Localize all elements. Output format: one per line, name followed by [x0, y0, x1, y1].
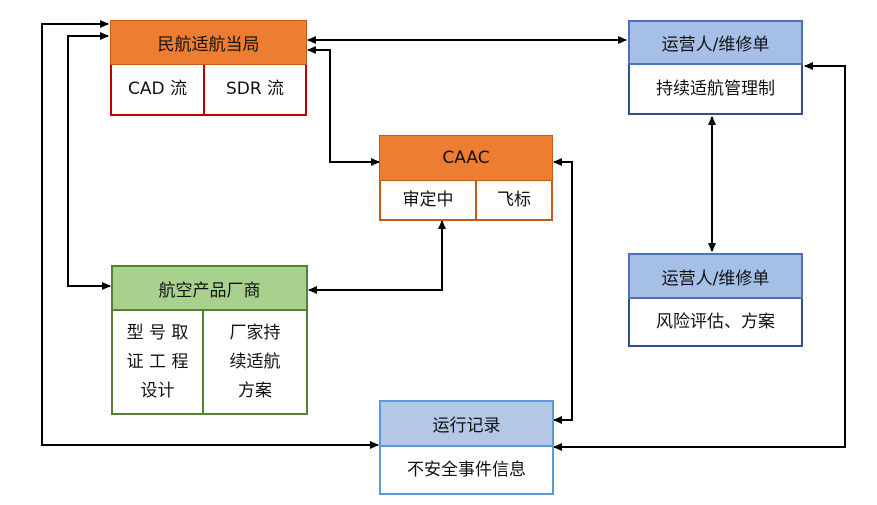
authority-cell-cad: CAD 流 [112, 65, 205, 114]
arrow-caac-record [553, 158, 573, 424]
operator-mid-title: 运营人/维修单 [628, 253, 803, 299]
manufacturer-title: 航空产品厂商 [111, 265, 308, 311]
arrow-authority-caac [307, 46, 380, 166]
arrow-authority-record [41, 20, 379, 449]
authority-cell-sdr: SDR 流 [225, 79, 285, 99]
operator-top-body: 持续适航管理制 [656, 78, 775, 99]
manufacturer-cell-continued: 厂家持 续适航 方案 [229, 322, 281, 401]
operator-top-title: 运营人/维修单 [628, 20, 803, 65]
arrow-authority-manufacturer [67, 32, 111, 290]
authority-title: 民航适航当局 [110, 20, 307, 65]
manufacturer-cell-type-cert: 型 号 取 证 工 程 设计 [113, 311, 204, 413]
caac-title: CAAC [379, 135, 553, 181]
caac-cell-certification: 审定中 [381, 181, 477, 219]
arrow-operator-record [553, 62, 846, 451]
record-body: 不安全事件信息 [407, 459, 526, 480]
caac-cell-flight-standards: 飞标 [497, 189, 531, 210]
record-title: 运行记录 [379, 400, 554, 447]
arrow-manufacturer-caac [308, 220, 446, 294]
operator-mid-body: 风险评估、方案 [656, 311, 775, 332]
